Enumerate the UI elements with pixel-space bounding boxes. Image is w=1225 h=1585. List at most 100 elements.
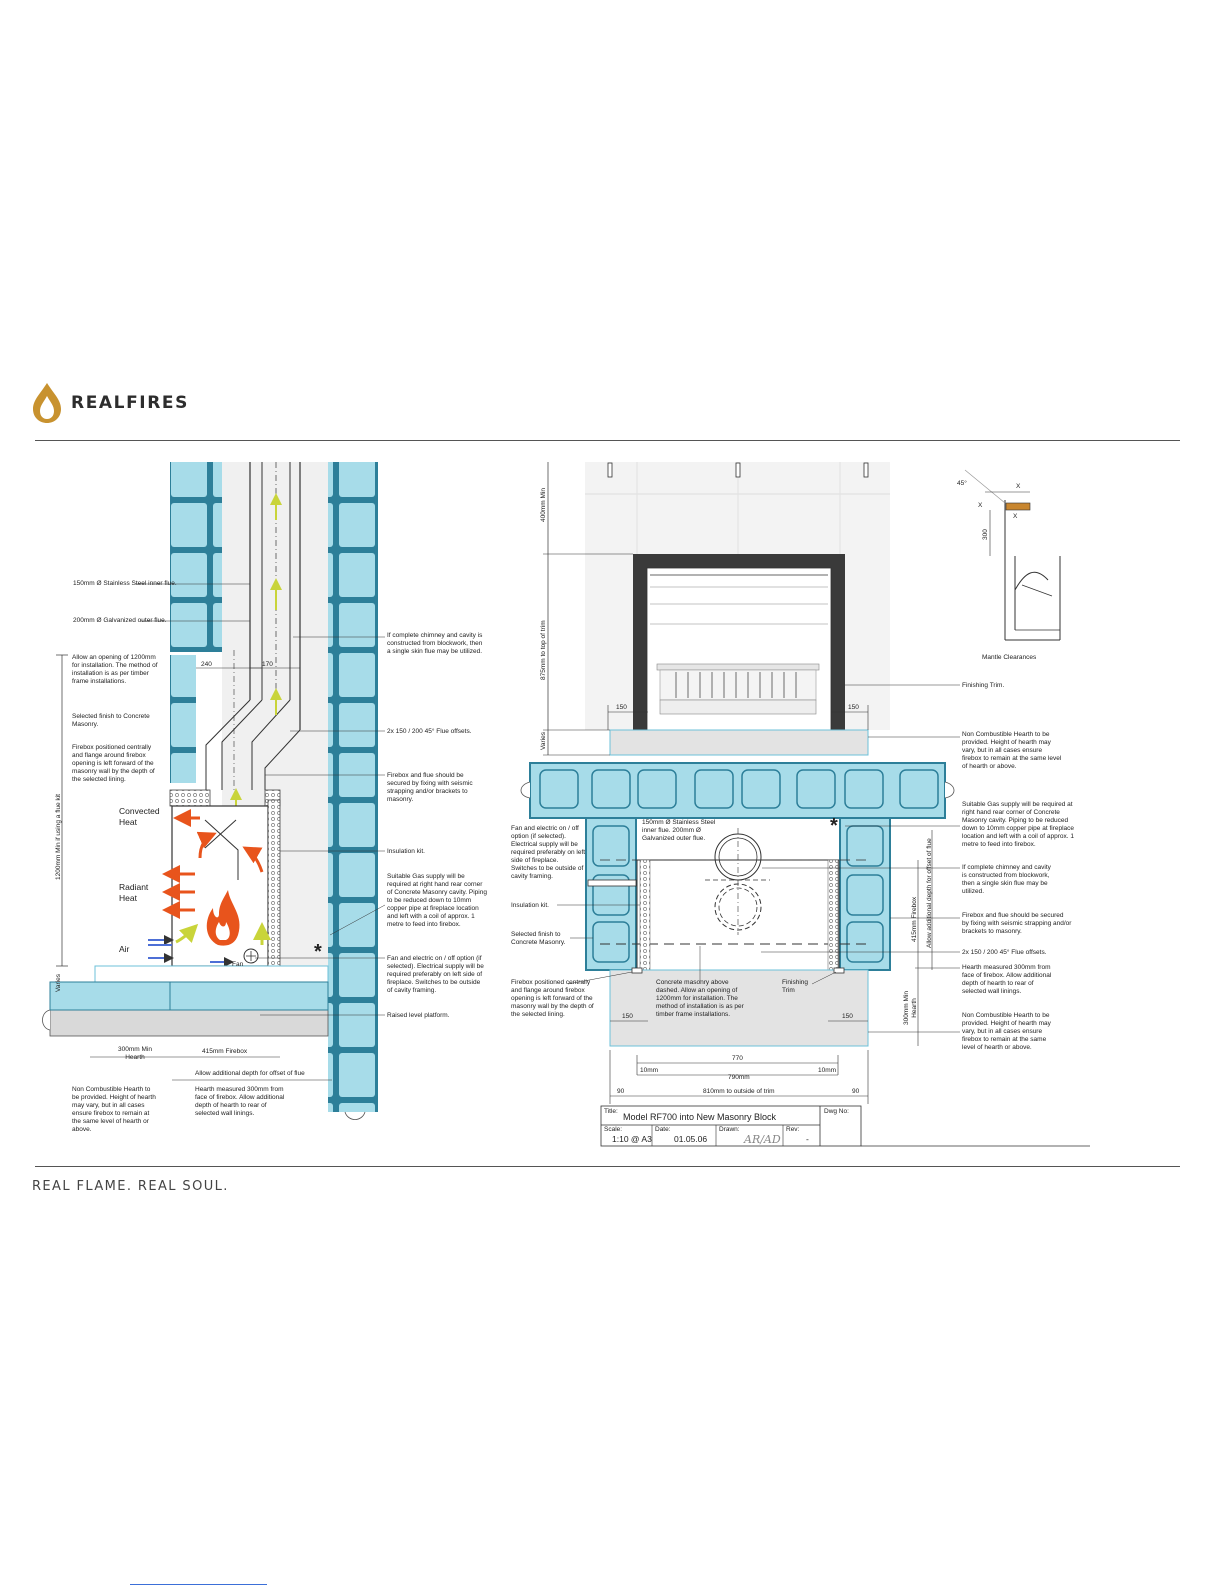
elevation-hearth (609, 729, 869, 756)
label-allow-depth: Allow additional depth for offset of flu… (195, 1070, 305, 1077)
mantle-x-shelf: X (1013, 513, 1018, 520)
plan-dim-415: 415mm Firebox (911, 896, 918, 942)
heat-arrows (148, 809, 271, 967)
plan-dim-90-left: 90 (617, 1088, 625, 1095)
brand-tagline: REAL FLAME. REAL SOUL. (32, 1179, 229, 1194)
plan-label-masonry-above: Concrete masonry above dashed. Allow an … (656, 979, 744, 1018)
plan-dim-150-left: 150 (622, 1013, 633, 1020)
label-non-combustible: Non Combustible Hearth to be provided. H… (72, 1086, 156, 1133)
label-radiant-2: Heat (119, 893, 138, 903)
front-elevation: 400mm Min 875mm to top of trim Varies 15… (540, 462, 1061, 770)
label-chimney: If complete chimney and cavity is constr… (387, 632, 482, 655)
gas-location-marker: * (314, 941, 322, 963)
fire-flame-icon (206, 890, 240, 946)
plan-label-seismic: Firebox and flue should be secured by fi… (962, 912, 1071, 935)
plan-dim-hearth: 300mm Min Hearth (903, 991, 918, 1025)
brand-logo: REALFIRES (32, 382, 189, 424)
log-rack-icon (656, 663, 820, 715)
brand-name: REALFIRES (71, 393, 189, 413)
elevation-dim-150-right: 150 (848, 704, 859, 711)
plan-dim-790: 790mm (728, 1074, 750, 1081)
label-offsets: 2x 150 / 200 45° Flue offsets. (387, 727, 472, 735)
mantle-x-top: X (1016, 483, 1021, 490)
dim-1200-label: 1200mm Min if using a flue kit (55, 794, 62, 880)
label-radiant-1: Radiant (119, 882, 149, 892)
scale-label: Scale: (604, 1126, 622, 1133)
mantle-angle: 45° (957, 479, 967, 487)
drawn-initials: AR/AD (743, 1133, 781, 1146)
varies-label: Varies (55, 973, 62, 992)
drawing-title: Model RF700 into New Masonry Block (623, 1112, 777, 1122)
plan-label-non-comb: Non Combustible Hearth to be provided. H… (962, 1012, 1051, 1051)
label-finish: Selected finish to Concrete Masonry. (72, 713, 150, 728)
plan-dim-10-right: 10mm (818, 1067, 836, 1074)
plan-hearth (609, 969, 869, 1047)
label-electric: Fan and electric on / off option (if sel… (387, 955, 484, 994)
masonry-wall-right (328, 462, 378, 1112)
label-platform: Raised level platform. (387, 1012, 450, 1019)
dim-170: 170 (262, 661, 273, 668)
mantle-shelf (1005, 502, 1031, 511)
plan-label-insulation: Insulation kit. (511, 902, 549, 909)
mantle-clearances-diagram: 45° X X X 300 Mantle Clearances (957, 469, 1061, 661)
title-block: Title: Model RF700 into New Masonry Bloc… (600, 1105, 1090, 1147)
label-elevation-non-comb: Non Combustible Hearth to be provided. H… (962, 731, 1061, 770)
plan-label-gas: Suitable Gas supply will be required at … (962, 801, 1074, 848)
plan-label-finish: Selected finish to Concrete Masonry. (511, 931, 565, 946)
platform-block (49, 981, 171, 1011)
label-firebox-position: Firebox positioned centrally and flange … (72, 744, 155, 783)
label-finishing-trim: Finishing Trim. (962, 682, 1004, 689)
plan-gas-marker: * (830, 815, 838, 837)
date-value: 01.05.06 (674, 1134, 707, 1144)
mantle-x-side: X (978, 502, 983, 509)
mantle-caption: Mantle Clearances (982, 654, 1037, 661)
label-convected-2: Heat (119, 817, 138, 827)
plan-dim-90-right: 90 (852, 1088, 860, 1095)
drawn-label: Drawn: (719, 1126, 740, 1133)
plan-label-flue: 150mm Ø Stainless Steel inner flue. 200m… (642, 819, 715, 842)
insulation-top (169, 789, 211, 807)
label-hearth-measured: Hearth measured 300mm from face of fireb… (195, 1086, 284, 1117)
dim-240: 240 (201, 661, 212, 668)
label-hearth-min: 300mm Min Hearth (118, 1046, 152, 1061)
label-seismic: Firebox and flue should be secured by fi… (387, 772, 473, 803)
insulation-rear (267, 799, 281, 967)
label-inner-flue: 150mm Ø Stainless Steel inner flue. (73, 580, 177, 587)
plan-label-chimney: If complete chimney and cavity is constr… (962, 864, 1051, 895)
rev-value: - (806, 1134, 809, 1144)
label-outer-flue: 200mm Ø Galvanized outer flue. (73, 617, 167, 624)
label-insulation: Insulation kit. (387, 848, 425, 855)
plan-dim-allow: Allow additional depth for offset of flu… (926, 838, 933, 948)
elevation-varies: Varies (540, 731, 547, 750)
plan-dim-810: 810mm to outside of trim (703, 1088, 775, 1095)
section-view: * 1200mm Min if using a flue kit Varies … (42, 462, 487, 1133)
firebox-baffle (204, 819, 239, 880)
plan-view: * Fan and electric on / off option (if s… (511, 762, 1074, 1104)
label-firebox-415: 415mm Firebox (202, 1048, 248, 1055)
flame-logo-icon (33, 383, 61, 423)
label-gas: Suitable Gas supply will be required at … (387, 873, 487, 928)
plan-label-hearth-measured: Hearth measured 300mm from face of fireb… (962, 964, 1051, 995)
hearth-slab (94, 965, 329, 983)
plan-dim-770: 770 (732, 1055, 743, 1062)
dwg-label: Dwg No: (824, 1108, 849, 1115)
plan-label-finishing-trim: Finishing Trim (782, 979, 808, 994)
footer-divider (35, 1166, 1180, 1167)
dim-875: 875mm to top of trim (540, 620, 547, 680)
elevation-dim-150-left: 150 (616, 704, 627, 711)
label-fan: Fan (232, 961, 244, 968)
label-opening: Allow an opening of 1200mm for installat… (72, 654, 158, 685)
masonry-column-upper-left (170, 462, 222, 652)
plan-label-offsets: 2x 150 / 200 45° Flue offsets. (962, 948, 1047, 956)
label-convected-1: Convected (119, 806, 160, 816)
title-label: Title: (604, 1108, 618, 1115)
header-divider (35, 440, 1180, 441)
plan-dim-10-left: 10mm (640, 1067, 658, 1074)
plan-dim-150-right: 150 (842, 1013, 853, 1020)
dim-400-min: 400mm Min (540, 488, 547, 522)
masonry-column-lower-left (170, 655, 196, 783)
plan-label-electric: Fan and electric on / off option (if sel… (511, 825, 585, 880)
rev-label: Rev: (786, 1126, 800, 1133)
date-label: Date: (655, 1126, 671, 1133)
